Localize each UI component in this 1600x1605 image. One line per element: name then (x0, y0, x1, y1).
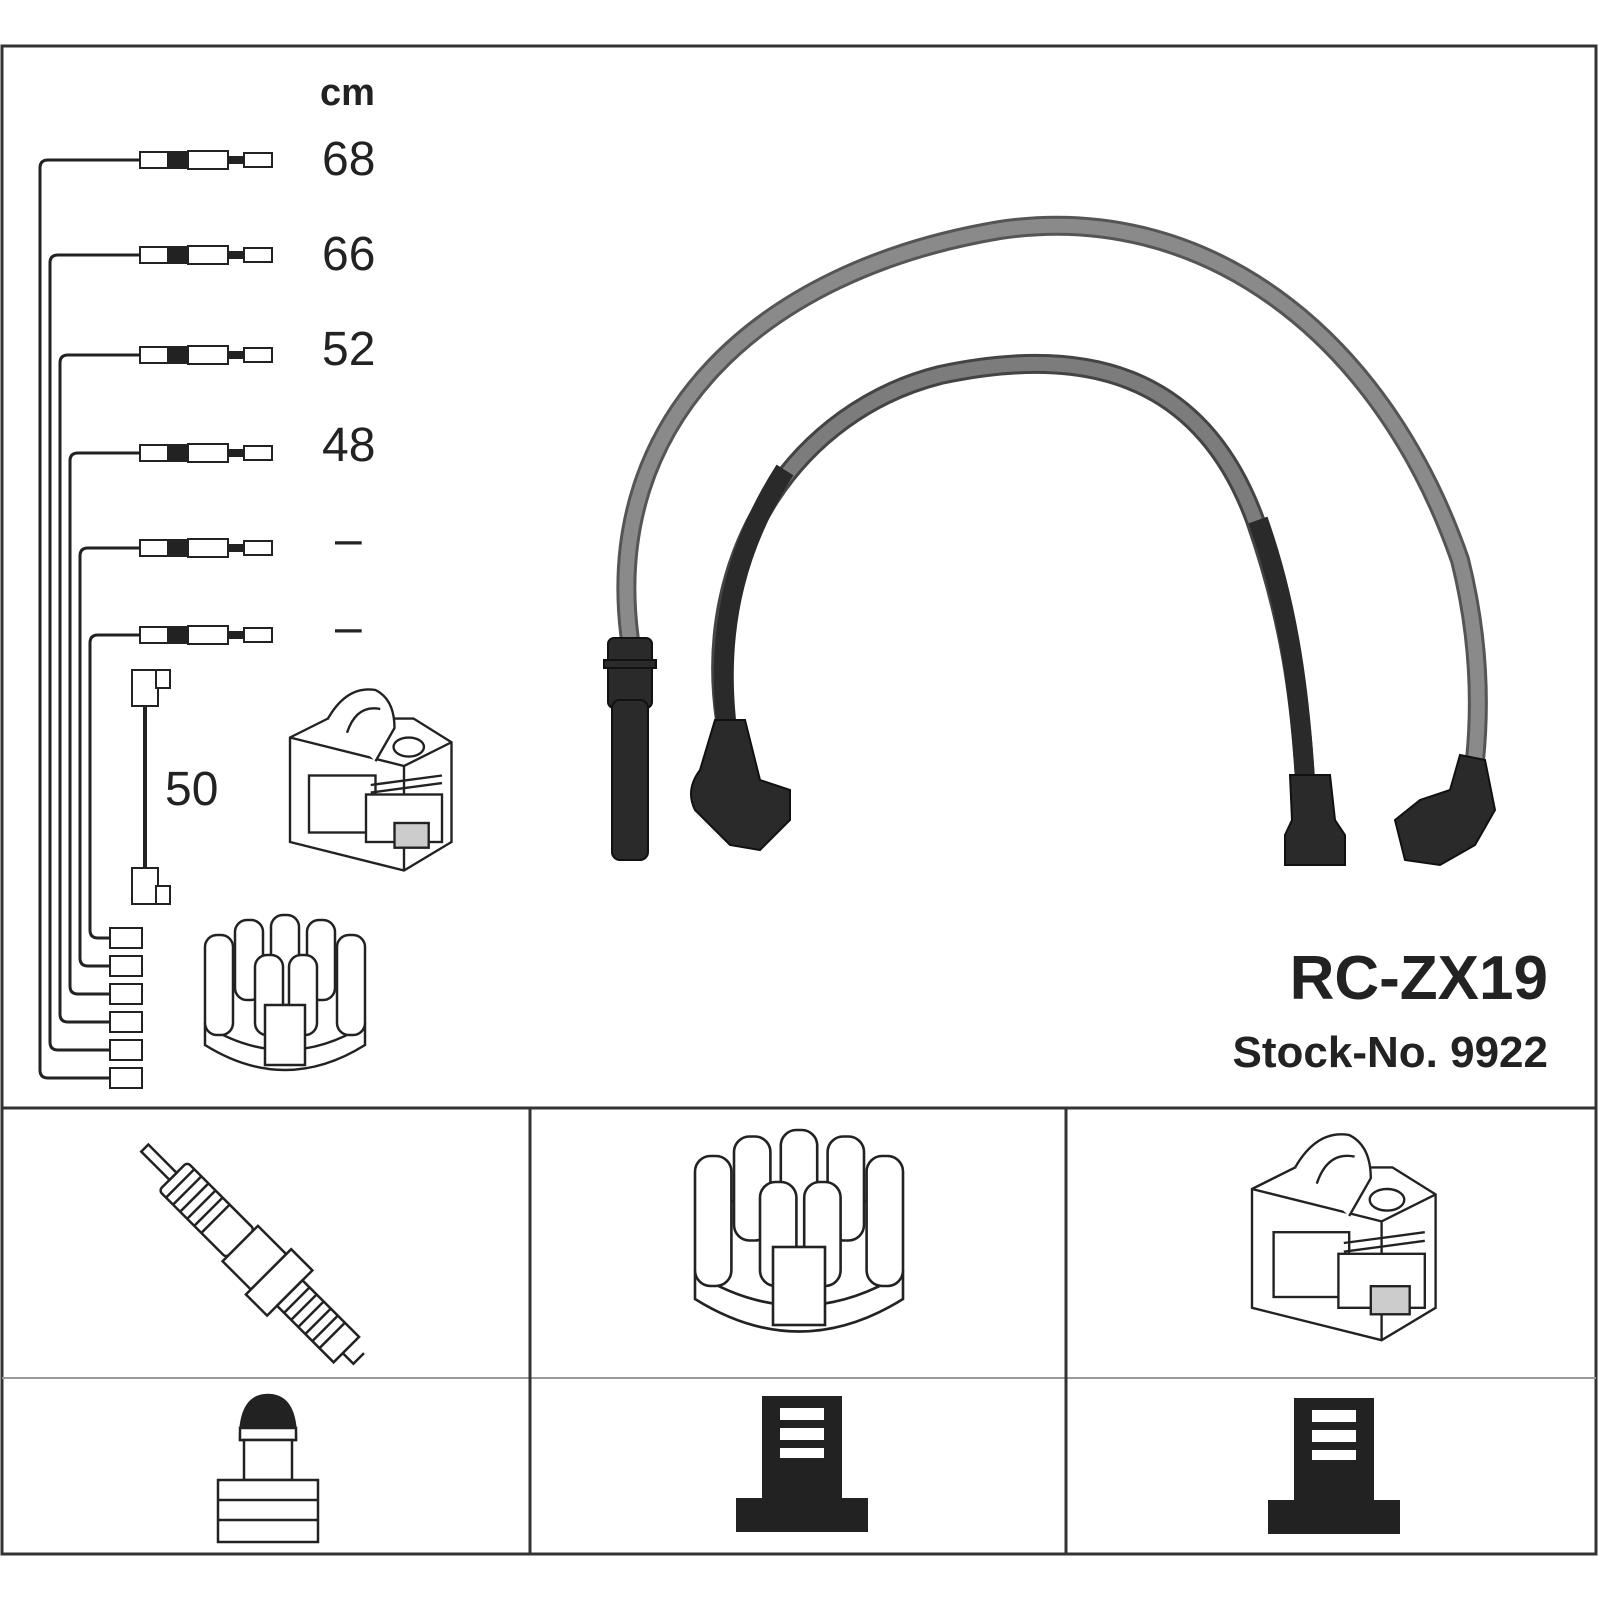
connector-3 (139, 345, 273, 365)
ignition-coil-icon (1250, 1133, 1437, 1342)
connector-2 (139, 245, 273, 265)
spark-plug-icon (139, 1142, 365, 1366)
straight-boot-left (603, 637, 657, 861)
cable-connectors (139, 150, 273, 645)
distributor-cap-icon (203, 913, 367, 1072)
cap-terminal-icon (736, 1396, 868, 1532)
length-unit: cm (320, 72, 375, 114)
cable-length-1: 68 (322, 133, 376, 186)
cable-schematic (38, 158, 140, 1080)
distributor-terminals (109, 927, 143, 1089)
model-number: RC-ZX19 (1289, 944, 1548, 1013)
coil-cable-length: 50 (165, 763, 219, 816)
coil-terminal-icon (1268, 1398, 1400, 1534)
cable-length-5: – (335, 513, 362, 566)
cable-photo (616, 215, 1488, 781)
stock-number: Stock-No. 9922 (1232, 1028, 1548, 1077)
cable-length-6: – (335, 601, 362, 654)
frame (0, 44, 1598, 1556)
coil-cable (131, 669, 171, 905)
connector-6 (139, 625, 273, 645)
plug-terminal-icon (216, 1393, 320, 1544)
angled-boot-left (690, 719, 791, 852)
distributor-cap-icon (693, 1128, 905, 1333)
cable-length-3: 52 (322, 323, 376, 376)
connector-4 (139, 443, 273, 463)
cable-length-4: 48 (322, 419, 376, 472)
connector-5 (139, 538, 273, 558)
ignition-coil-icon (288, 688, 453, 872)
angled-boot-right (1393, 753, 1497, 867)
cable-boots (603, 637, 1497, 867)
connector-1 (139, 150, 273, 170)
straight-boot-right (1284, 774, 1346, 866)
cable-length-2: 66 (322, 228, 376, 281)
